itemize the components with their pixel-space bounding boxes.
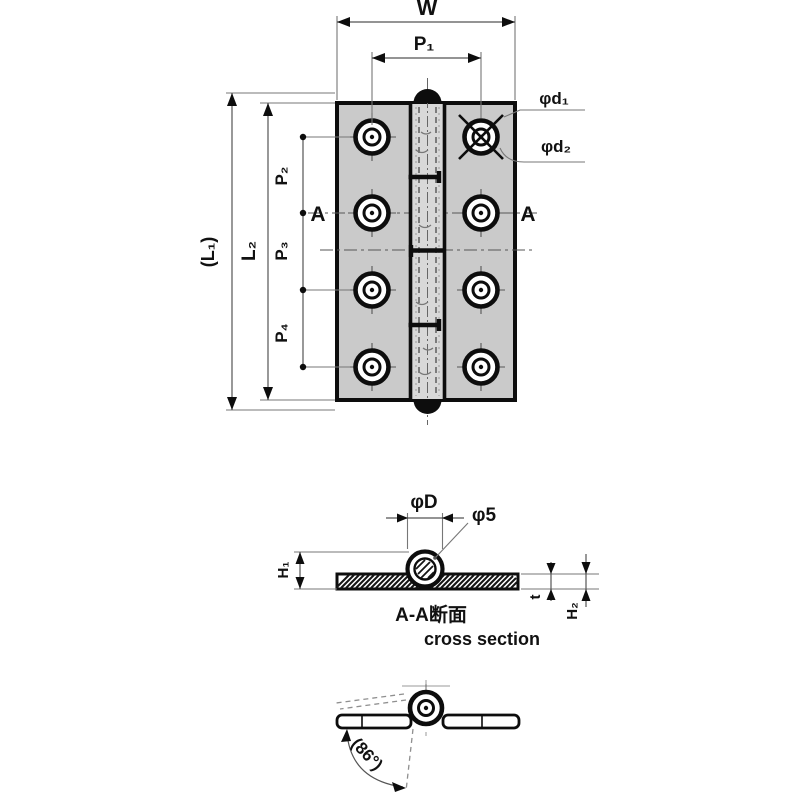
dimension-arrows [227,17,515,410]
open-angle-view: (86°) [335,680,521,792]
dim-label-l2: L₂ [239,241,260,261]
dim-label-w: W [417,0,438,20]
dim-label-h1: H₁ [275,561,292,578]
dim-label-phiD: φD [410,492,437,513]
section-label-a-left: A [310,203,325,226]
pin-hole [413,557,437,581]
countersink-cross-mark [458,114,504,160]
ghost-leaf-top-edge [335,693,405,704]
pin-head-top [413,89,442,103]
screw-holes [348,113,505,391]
section-dimension-arrows [295,513,591,601]
knuckle-column [408,78,447,425]
knuckle-step-1 [408,171,442,183]
dimension-lines [226,16,585,411]
screw-hole-countersunk [458,114,504,160]
open-view-barrel [402,680,450,736]
knuckle-step-2 [408,245,445,257]
section-knuckle-barrel [405,549,445,589]
angle-label: (86°) [347,734,386,774]
knuckle-step-3 [408,319,442,331]
top-view: W P₁ (L₁) L₂ P₂ P₃ P₄ A A φd₁ φd₂ [198,0,585,425]
screw-hole [348,113,396,161]
dim-label-d2: φd₂ [541,137,571,156]
screw-hole [457,189,505,237]
dim-label-p2: P₂ [272,167,291,186]
dim-label-h2: H₂ [564,602,581,620]
screw-hole [457,343,505,391]
leader-d1 [503,109,585,118]
ghost-leaf-bottom-edge [339,699,407,710]
caption-english: cross section [424,629,540,649]
screw-hole [348,266,396,314]
screw-hole [348,189,396,237]
dim-label-p3: P₃ [272,241,291,260]
dim-label-d1: φd₁ [539,89,569,108]
caption-japanese: A-A断面 [395,603,467,626]
dim-label-phi5: φ5 [472,505,497,526]
dim-label-p4: P₄ [272,323,291,342]
pin-end-bottom [413,400,442,415]
opening-angle-dimension [341,729,406,792]
section-label-a-right: A [520,203,535,226]
leader-d2 [499,147,585,163]
cross-section-view: φD φ5 H₁ t H₂ A-A断面 cross section [275,492,599,649]
dim-label-p1: P₁ [414,34,435,55]
dim-label-t: t [527,595,544,600]
open-view-leaves [335,713,521,730]
screw-hole [457,266,505,314]
screw-hole [348,343,396,391]
section-dimension-lines [294,513,599,607]
knuckle-texture [415,131,434,376]
dim-label-l1: (L₁) [198,237,218,267]
leader-pin [435,522,469,558]
ghost-leaf-vertical [405,728,414,792]
